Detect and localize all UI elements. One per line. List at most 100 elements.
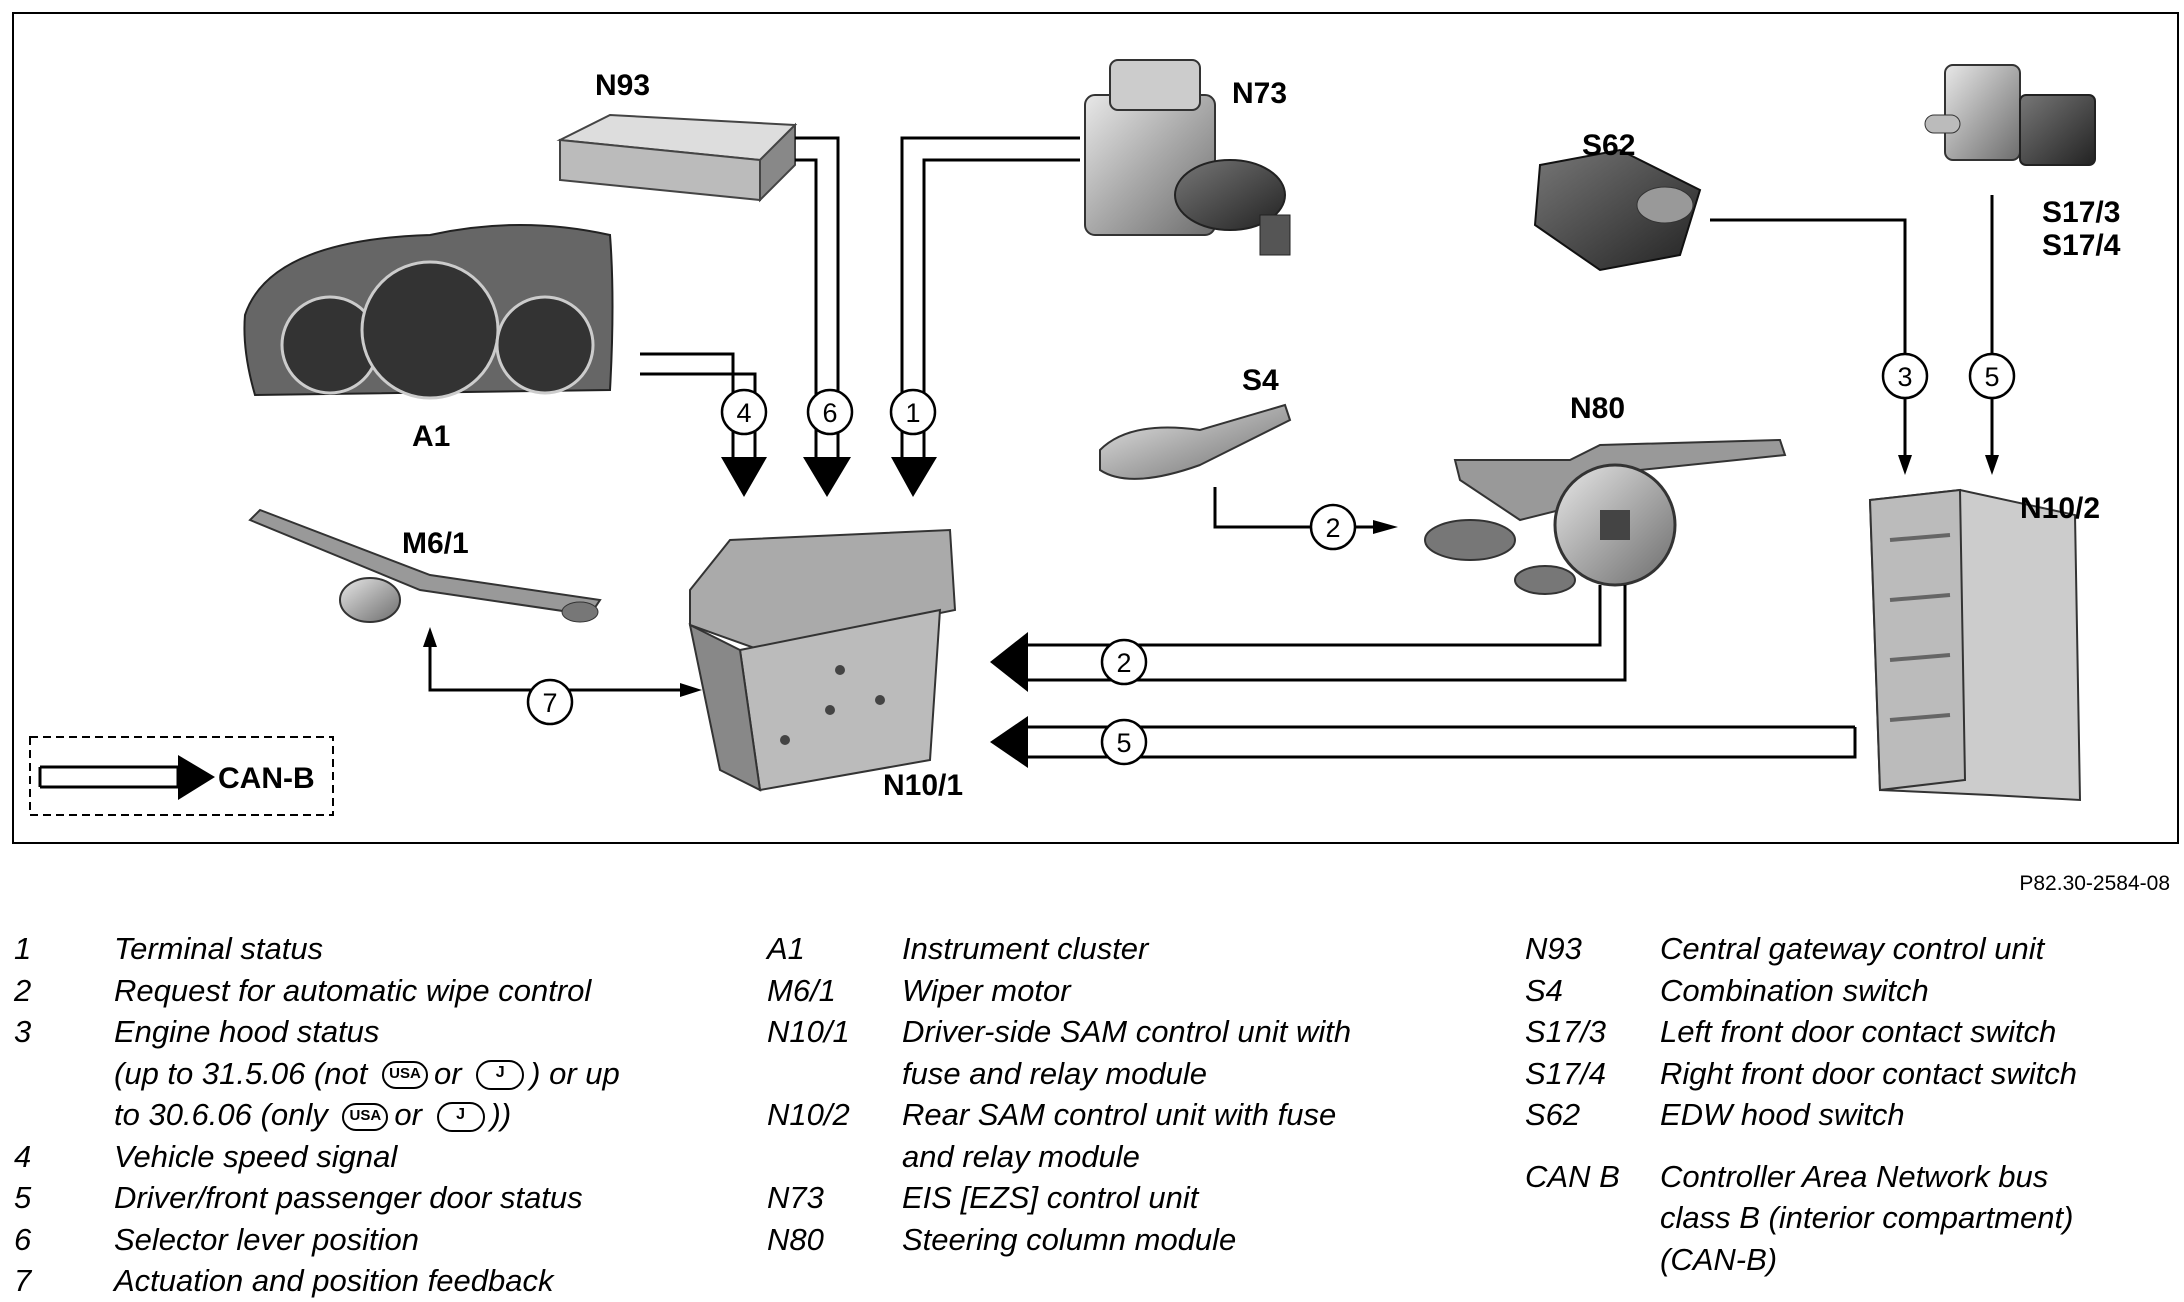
usa-icon: USA bbox=[342, 1102, 389, 1131]
can-b-connection-n10-2 bbox=[1025, 725, 1857, 759]
legend-key: N73 bbox=[767, 1180, 824, 1215]
legend-value: Vehicle speed signal bbox=[114, 1138, 398, 1174]
legend-key: N80 bbox=[767, 1221, 824, 1257]
signal-number: 6 bbox=[822, 398, 837, 428]
label-n10-1: N10/1 bbox=[883, 769, 963, 802]
instrument-cluster-image bbox=[243, 224, 614, 400]
signal-circle: 3 bbox=[1881, 352, 1929, 400]
legend-row: N73 EIS [EZS] control unit bbox=[767, 1177, 1387, 1219]
legend-key: A1 bbox=[767, 931, 805, 966]
legend-value: Actuation and position feedback bbox=[114, 1263, 554, 1298]
legend-key: S4 bbox=[1525, 972, 1563, 1008]
signal-circle: 7 bbox=[526, 678, 574, 726]
signal-circle: 2 bbox=[1100, 638, 1148, 686]
legend-key: S17/4 bbox=[1525, 1055, 1607, 1091]
legend-value-text: Engine hood status bbox=[114, 1014, 380, 1049]
japan-icon: J bbox=[436, 1101, 485, 1132]
can-b-legend-box: CAN-B bbox=[29, 736, 334, 816]
signal-number: 5 bbox=[1116, 728, 1131, 758]
legend-key: 3 bbox=[14, 1014, 32, 1049]
arrowhead bbox=[990, 632, 1028, 692]
signal-circle: 2 bbox=[1309, 503, 1357, 551]
line-signal-7 bbox=[428, 645, 680, 692]
legend-detail: ) or up bbox=[530, 1055, 620, 1091]
label-s4: S4 bbox=[1242, 364, 1279, 397]
wiper-motor-image bbox=[248, 508, 602, 623]
signal-number: 5 bbox=[1984, 362, 1999, 392]
signal-number: 1 bbox=[905, 398, 920, 428]
usa-icon: USA bbox=[381, 1061, 428, 1090]
legend-key: 6 bbox=[14, 1221, 32, 1257]
can-b-connection-n93 bbox=[795, 136, 840, 457]
signal-number: 2 bbox=[1325, 513, 1340, 543]
legend-key: N10/1 bbox=[767, 1014, 850, 1049]
legend-value-line: (CAN-B) bbox=[1660, 1241, 1778, 1277]
legend-row: S4 Combination switch bbox=[1525, 970, 2175, 1012]
legend-value-line: Driver-side SAM control unit with bbox=[902, 1014, 1352, 1049]
legend-key: S62 bbox=[1525, 1097, 1581, 1132]
wiring-diagram: 4 6 1 2 2 5 3 5 7 N93 N73 S62 S17/3 S17/… bbox=[12, 12, 2179, 844]
legend-value-line: class B (interior compartment) bbox=[1660, 1200, 2074, 1235]
signal-circle: 5 bbox=[1100, 718, 1148, 766]
legend-key: 4 bbox=[14, 1138, 32, 1174]
legend-row: 4 Vehicle speed signal bbox=[14, 1136, 734, 1178]
legend-row: 3 Engine hood status (up to 31.5.06 (not U… bbox=[14, 1011, 734, 1136]
legend-row: 7 Actuation and position feedback bbox=[14, 1260, 734, 1302]
legend-value: Request for automatic wipe control bbox=[114, 972, 592, 1008]
legend-value: Instrument cluster bbox=[902, 931, 1149, 966]
legend-detail: )) bbox=[490, 1097, 512, 1132]
arrowhead bbox=[1373, 520, 1398, 534]
legend-key: 2 bbox=[14, 972, 32, 1008]
can-b-connection-n80 bbox=[1025, 585, 1627, 682]
label-n10-2: N10/2 bbox=[2020, 492, 2100, 525]
label-n73: N73 bbox=[1232, 77, 1287, 110]
legend-key: 7 bbox=[14, 1263, 32, 1298]
signal-number: 4 bbox=[736, 398, 751, 428]
arrowhead bbox=[1898, 455, 1912, 475]
signal-number: 2 bbox=[1116, 648, 1131, 678]
legend-value: Driver/front passenger door status bbox=[114, 1180, 583, 1215]
signal-number: 3 bbox=[1897, 362, 1912, 392]
legend-value: Selector lever position bbox=[114, 1221, 419, 1257]
label-n80: N80 bbox=[1570, 392, 1625, 425]
legend-key: 1 bbox=[14, 931, 32, 966]
arrowhead bbox=[680, 683, 702, 697]
legend-key: 5 bbox=[14, 1180, 32, 1215]
legend-value: EIS [EZS] control unit bbox=[902, 1180, 1199, 1215]
legend-detail: (up to 31.5.06 (not bbox=[114, 1055, 368, 1091]
label-n93: N93 bbox=[595, 69, 650, 102]
legend-detail: or bbox=[433, 1055, 462, 1091]
legend-spacer bbox=[1525, 1136, 2175, 1156]
arrowhead bbox=[423, 627, 437, 647]
legend-key: S17/3 bbox=[1525, 1014, 1607, 1049]
legend-row: 1 Terminal status bbox=[14, 928, 734, 970]
signal-circle: 5 bbox=[1968, 352, 2016, 400]
eis-control-unit-image bbox=[1084, 59, 1291, 256]
legend-key: CAN B bbox=[1525, 1158, 1620, 1194]
door-contact-switch-image bbox=[1924, 64, 2096, 166]
legend-row: A1 Instrument cluster bbox=[767, 928, 1387, 970]
label-s62: S62 bbox=[1582, 129, 1635, 162]
legend-detail: or bbox=[394, 1097, 422, 1132]
arrowhead bbox=[891, 457, 937, 497]
signal-circle: 6 bbox=[806, 388, 854, 436]
arrowhead bbox=[721, 457, 767, 497]
legend-value: Terminal status bbox=[114, 931, 324, 966]
legend-value-line: Rear SAM control unit with fuse bbox=[902, 1097, 1337, 1132]
legend-signals: 1 Terminal status 2 Request for automatic … bbox=[14, 928, 734, 1302]
driver-sam-control-unit-image bbox=[688, 528, 957, 792]
legend-row: 5 Driver/front passenger door status bbox=[14, 1177, 734, 1219]
legend-value: Combination switch bbox=[1660, 972, 1929, 1008]
edw-hood-switch-image bbox=[1533, 148, 1702, 272]
